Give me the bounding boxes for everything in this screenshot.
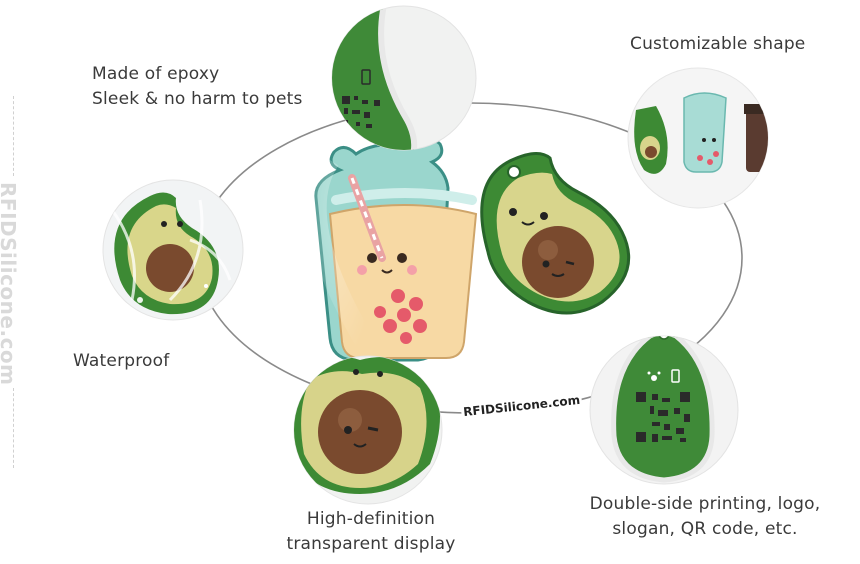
watermark-line-bottom — [13, 388, 14, 468]
hd-caption-line1: High-definition — [306, 509, 436, 529]
waterproof-circle — [102, 179, 244, 321]
epoxy-caption-line2: Sleek & no harm to pets — [92, 89, 303, 109]
watermark-line-top — [13, 96, 14, 176]
epoxy-caption-line1: Made of epoxy — [92, 64, 220, 84]
nfc-phone-icon — [361, 69, 371, 85]
avocado-tag — [480, 152, 631, 315]
epoxy-closeup-circle — [331, 5, 477, 151]
hd-display-circle — [293, 355, 443, 505]
printing-caption-line1: Double-side printing, logo, — [589, 494, 821, 514]
printing-caption: Double-side printing, logo, slogan, QR c… — [580, 492, 830, 542]
hd-caption: High-definition transparent display — [268, 507, 474, 557]
double-side-printing-circle — [589, 335, 739, 485]
bubble-tea-tag — [306, 138, 478, 362]
hd-caption-line2: transparent display — [286, 534, 456, 554]
epoxy-caption: Made of epoxy Sleek & no harm to pets — [92, 62, 303, 112]
paw-icon — [651, 375, 657, 381]
qr-code-icon — [636, 392, 690, 442]
printing-caption-line2: slogan, QR code, etc. — [612, 519, 798, 539]
custom-shape-circle — [627, 67, 769, 209]
waterproof-caption: Waterproof — [73, 351, 170, 371]
custom-shape-caption: Customizable shape — [630, 34, 806, 54]
